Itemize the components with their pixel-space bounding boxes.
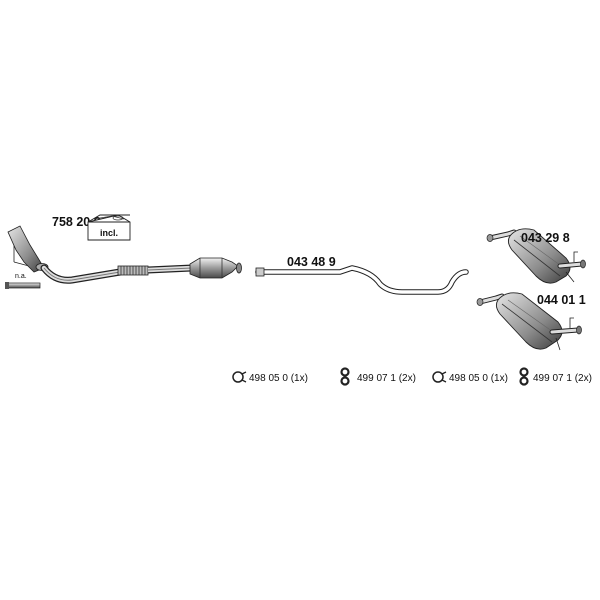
accessory-hanger-1: 499 07 1 (2x) (340, 367, 416, 386)
included-label: incl. (100, 228, 118, 238)
middle-pipe-part-number: 043 48 9 (287, 255, 336, 269)
clamp-ring-icon (432, 371, 447, 383)
accessory-label: 499 07 1 (2x) (357, 373, 416, 384)
front-pipe-part[interactable] (7, 225, 242, 284)
rear-muffler-a-part-number: 043 29 8 (521, 231, 570, 245)
rubber-hanger-icon (519, 367, 529, 386)
rear-muffler-b-part[interactable] (476, 292, 582, 351)
accessory-clamp-2: 498 05 0 (1x) (432, 371, 508, 384)
rear-muffler-b-part-number: 044 01 1 (537, 293, 586, 307)
gasket-kit-box (87, 214, 131, 241)
rubber-hanger-icon (340, 367, 350, 386)
accessory-label: 498 05 0 (1x) (249, 373, 308, 384)
clamp-ring-icon (232, 371, 247, 383)
middle-pipe-part[interactable] (255, 265, 469, 295)
accessory-clamp-1: 498 05 0 (1x) (232, 371, 308, 384)
rear-muffler-a-part[interactable] (486, 228, 586, 284)
accessory-hanger-2: 499 07 1 (2x) (519, 367, 592, 386)
accessory-label: 499 07 1 (2x) (533, 373, 592, 384)
not-available-label: n.a. (15, 273, 27, 280)
accessory-label: 498 05 0 (1x) (449, 373, 508, 384)
